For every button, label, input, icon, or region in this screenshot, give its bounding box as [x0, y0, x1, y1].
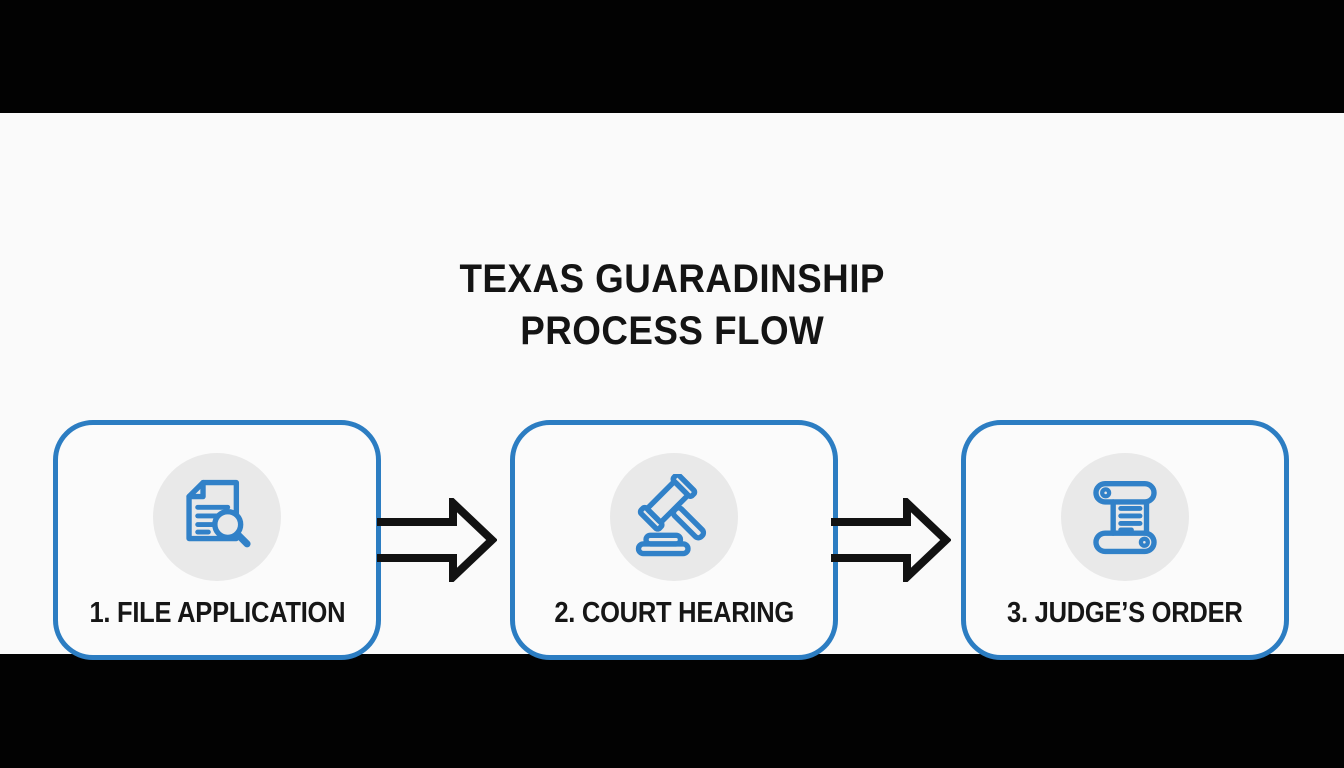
step-box-judges-order: 3. JUDGE’S ORDER — [961, 420, 1289, 660]
step1-icon-circle — [153, 453, 281, 581]
scroll-icon — [1093, 480, 1157, 555]
arrow-right-icon — [831, 498, 951, 582]
step-box-court-hearing: 2. COURT HEARING — [510, 420, 838, 660]
step1-label: 1. FILE APPLICATION — [89, 597, 345, 629]
document-search-icon — [186, 479, 251, 548]
step3-label-wrap: 3. JUDGE’S ORDER — [966, 597, 1284, 630]
step3-label: 3. JUDGE’S ORDER — [1007, 597, 1243, 629]
diagram-canvas: TEXAS GUARADINSHIP PROCESS FLOW 1. FILE … — [0, 113, 1344, 660]
step2-label-wrap: 2. COURT HEARING — [515, 597, 833, 630]
diagram-title-line1: TEXAS GUARADINSHIP — [459, 257, 885, 301]
diagram-title: TEXAS GUARADINSHIP PROCESS FLOW — [0, 253, 1344, 357]
letterbox-top — [0, 0, 1344, 113]
step-box-file-application: 1. FILE APPLICATION — [53, 420, 381, 660]
gavel-icon — [635, 474, 707, 557]
step1-label-wrap: 1. FILE APPLICATION — [58, 597, 376, 630]
step2-icon-circle — [610, 453, 738, 581]
step2-label: 2. COURT HEARING — [554, 597, 794, 629]
letterbox-bottom — [0, 654, 1344, 768]
arrow-right-icon — [377, 498, 497, 582]
diagram-title-line2: PROCESS FLOW — [519, 309, 825, 353]
step3-icon-circle — [1061, 453, 1189, 581]
